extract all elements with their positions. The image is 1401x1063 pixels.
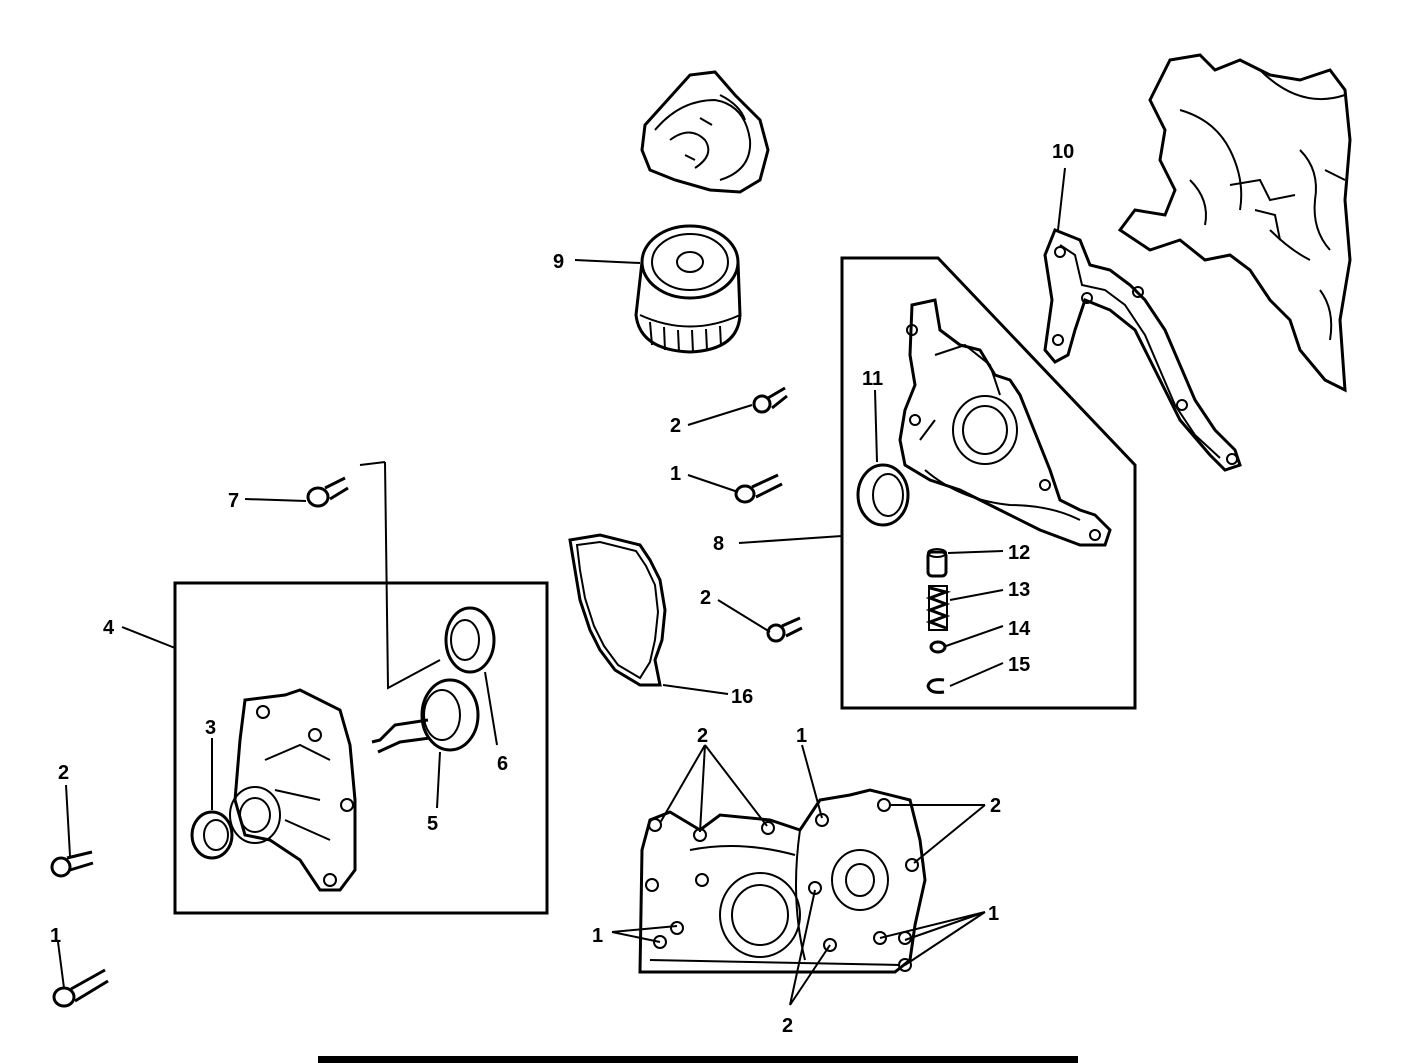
callout-11: 11 xyxy=(862,368,883,390)
inset-box-oil-pump-housing xyxy=(840,256,1137,710)
callout-1: 1 xyxy=(988,903,999,925)
callout-10: 10 xyxy=(1052,141,1074,163)
callout-16: 16 xyxy=(731,686,753,708)
part-9-oil-filter xyxy=(634,224,742,354)
callout-2: 2 xyxy=(990,795,1001,817)
cropped-title-band xyxy=(318,1056,1078,1063)
callout-3: 3 xyxy=(205,717,216,739)
callout-6: 6 xyxy=(497,753,508,775)
callout-2: 2 xyxy=(700,587,711,609)
callout-14: 14 xyxy=(1008,618,1031,640)
bolt-2-left xyxy=(50,850,94,878)
bolt-2-mid xyxy=(766,616,803,643)
bolt-1-upper xyxy=(734,473,783,504)
callout-2: 2 xyxy=(782,1015,793,1037)
callout-5: 5 xyxy=(427,813,438,835)
inset-box-oil-pump xyxy=(173,581,549,915)
callout-labels: 10 9 2 1 11 8 12 13 14 15 2 16 7 4 3 5 6… xyxy=(50,141,1074,1037)
callout-7: 7 xyxy=(228,490,239,512)
callout-9: 9 xyxy=(553,251,564,273)
part-10-gasket xyxy=(1043,228,1242,472)
callout-12: 12 xyxy=(1008,542,1030,564)
callout-8: 8 xyxy=(713,533,724,555)
callout-1: 1 xyxy=(796,725,807,747)
front-timing-cover xyxy=(638,788,927,974)
engine-block xyxy=(1117,53,1352,393)
callout-1: 1 xyxy=(670,463,681,485)
callout-2: 2 xyxy=(670,415,681,437)
callout-1: 1 xyxy=(592,925,603,947)
crank-sprocket xyxy=(640,70,770,194)
bolt-2-upper xyxy=(752,386,788,414)
callout-2: 2 xyxy=(697,725,708,747)
callout-1: 1 xyxy=(50,925,61,947)
callout-13: 13 xyxy=(1008,579,1030,601)
callout-2: 2 xyxy=(58,762,69,784)
callout-15: 15 xyxy=(1008,654,1030,676)
leader-lines xyxy=(57,167,1066,1006)
bolt-7 xyxy=(306,476,349,508)
callout-4: 4 xyxy=(103,617,115,639)
part-16-gasket xyxy=(568,533,667,687)
